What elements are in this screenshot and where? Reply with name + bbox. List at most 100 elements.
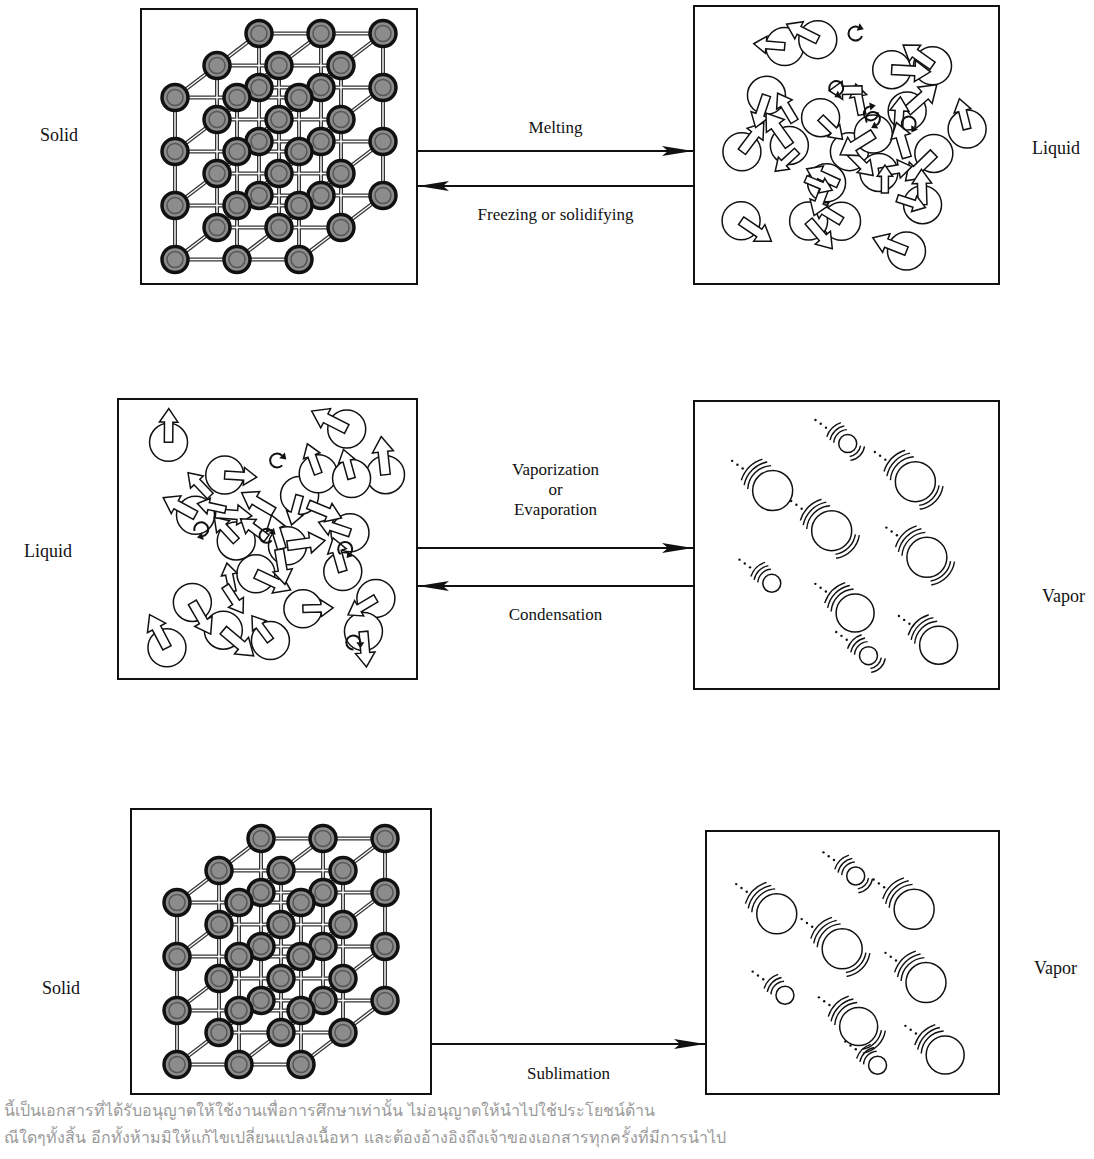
molecule (757, 894, 797, 934)
lattice-atom (248, 826, 274, 852)
lattice-atom (206, 1020, 232, 1046)
trail-dot (800, 507, 802, 509)
state-label: Solid (40, 124, 78, 146)
lattice-atom (328, 53, 354, 79)
crystal-lattice (162, 21, 396, 273)
atom-circle (224, 247, 250, 273)
lattice-atom (204, 107, 230, 133)
lattice-atom (330, 912, 356, 938)
atom-circle (204, 107, 230, 133)
lattice-atom (328, 215, 354, 241)
motion-arrow (163, 496, 197, 520)
trail-dot (909, 1028, 911, 1030)
trail-dot (814, 419, 816, 421)
trail-dot (884, 458, 886, 460)
motion-arrow (224, 468, 256, 486)
motion-arrow (739, 217, 772, 241)
atom-circle (162, 193, 188, 219)
atom-ring (291, 90, 307, 106)
atom-ring (231, 1003, 247, 1019)
molecule (906, 963, 946, 1003)
atom-circle (268, 966, 294, 992)
atom-ring (377, 939, 393, 955)
state-label: Vapor (1034, 957, 1077, 979)
trail-dot (828, 855, 830, 857)
motion-arrow (273, 549, 292, 585)
trail-dot (749, 566, 751, 568)
molecule (763, 574, 781, 592)
spin-arrow-head (911, 125, 918, 132)
atom-ring (251, 26, 267, 42)
lattice-atom (286, 193, 312, 219)
atom-ring (167, 144, 183, 160)
trail-dot (825, 426, 827, 428)
atom-ring (291, 252, 307, 268)
spin-arrow (338, 542, 352, 554)
atom-ring (315, 939, 331, 955)
lattice-atom (164, 998, 190, 1024)
spin-arrow (259, 529, 271, 543)
atom-circle (226, 998, 252, 1024)
atom-circle (204, 215, 230, 241)
spin-arrow-head (857, 23, 864, 30)
spin-arrow-head (279, 453, 286, 460)
particle-illustration (142, 10, 416, 283)
trail-dot (878, 882, 880, 884)
motion-arrow (348, 595, 378, 616)
trail-dot (731, 460, 733, 462)
trail-dot (904, 1025, 906, 1027)
motion-arrow (328, 538, 347, 573)
trail-dot (738, 558, 740, 560)
crystal-lattice (164, 826, 398, 1078)
motion-arrow (303, 600, 333, 617)
atom-ring (375, 26, 391, 42)
atom-circle (226, 944, 252, 970)
molecule (840, 1008, 878, 1046)
atom-ring (335, 917, 351, 933)
lattice-atom (268, 858, 294, 884)
atom-circle (330, 858, 356, 884)
motion-arrow (896, 195, 925, 212)
lattice-atom (330, 858, 356, 884)
atom-ring (335, 1025, 351, 1041)
motion-arrow (805, 218, 832, 249)
atom-circle (224, 193, 250, 219)
atom-ring (315, 993, 331, 1009)
atom-circle (268, 858, 294, 884)
atom-ring (209, 220, 225, 236)
motion-arrow (242, 492, 276, 516)
motion-arrow (188, 473, 213, 499)
atom-ring (273, 971, 289, 987)
lattice-atom (162, 85, 188, 111)
motion-line (827, 423, 841, 437)
particle-illustration (695, 402, 998, 688)
lattice-atom (164, 890, 190, 916)
lattice-atom (226, 998, 252, 1024)
atom-circle (328, 215, 354, 241)
motion-arrow (372, 437, 393, 476)
atom-ring (271, 220, 287, 236)
motion-arrow (147, 615, 171, 650)
lattice-atom (204, 215, 230, 241)
molecule (822, 929, 862, 969)
lattice-atom (268, 912, 294, 938)
atom-ring (313, 26, 329, 42)
atom-ring (251, 134, 267, 150)
lattice-atom (224, 139, 250, 165)
motion-line (764, 974, 778, 988)
trail-dot (790, 500, 792, 502)
spin-arrow (270, 453, 282, 467)
lattice-atom (286, 139, 312, 165)
atom-ring (231, 949, 247, 965)
atom-ring (209, 166, 225, 182)
process-label: Sublimation (525, 1064, 612, 1084)
molecule (776, 986, 794, 1004)
atom-circle (266, 107, 292, 133)
atom-circle (164, 1052, 190, 1078)
atom-circle (164, 998, 190, 1024)
atom-ring (333, 220, 349, 236)
atom-ring (271, 58, 287, 74)
trail-dot (736, 463, 738, 465)
atom-ring (209, 112, 225, 128)
atom-circle (226, 890, 252, 916)
